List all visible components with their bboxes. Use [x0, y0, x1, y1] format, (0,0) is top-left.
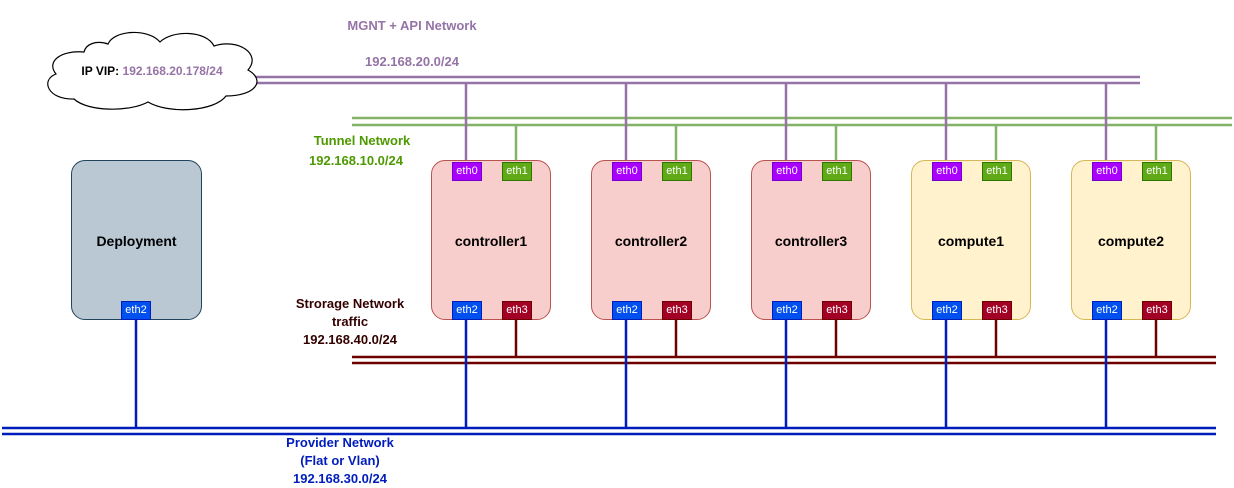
deployment-title: Deployment	[96, 233, 177, 249]
eth0-port: eth0	[452, 162, 482, 181]
eth2-port: eth2	[1092, 301, 1122, 320]
eth1-port: eth1	[982, 162, 1012, 181]
controller2-node[interactable]: controller2 eth0 eth1 eth2 eth3	[591, 160, 711, 320]
provider-network-name: Provider Network	[286, 435, 394, 450]
eth3-port: eth3	[822, 301, 852, 320]
provider-network-cidr: 192.168.30.0/24	[293, 471, 387, 486]
tunnel-network-name: Tunnel Network	[313, 133, 411, 148]
vip-cloud-shape	[47, 31, 258, 111]
eth1-port: eth1	[1142, 162, 1172, 181]
vip-prefix: IP VIP:	[81, 64, 123, 78]
eth2-port: eth2	[612, 301, 642, 320]
mgmt-network-name: MGNT + API Network	[347, 18, 477, 33]
provider-network-subname: (Flat or Vlan)	[300, 453, 380, 468]
eth0-port: eth0	[772, 162, 802, 181]
eth3-port: eth3	[982, 301, 1012, 320]
eth3-port: eth3	[502, 301, 532, 320]
node-title: controller3	[774, 233, 848, 249]
eth3-port: eth3	[662, 301, 692, 320]
node-title: controller1	[454, 233, 528, 249]
deployment-eth2-port: eth2	[121, 301, 151, 320]
node-title: compute1	[937, 233, 1005, 249]
vip-label: IP VIP: 192.168.20.178/24	[52, 64, 252, 78]
storage-network-cidr: 192.168.40.0/24	[303, 332, 397, 347]
eth1-port: eth1	[662, 162, 692, 181]
eth2-port: eth2	[932, 301, 962, 320]
tunnel-network-cidr: 192.168.10.0/24	[309, 153, 403, 168]
eth0-port: eth0	[612, 162, 642, 181]
eth1-port: eth1	[502, 162, 532, 181]
controller1-node[interactable]: controller1 eth0 eth1 eth2 eth3	[431, 160, 551, 320]
vip-address: 192.168.20.178/24	[122, 64, 223, 78]
storage-network-name: Strorage Network	[295, 296, 405, 311]
deployment-node[interactable]: Deployment eth2	[71, 160, 202, 320]
compute2-node[interactable]: compute2 eth0 eth1 eth2 eth3	[1071, 160, 1191, 320]
eth0-port: eth0	[1092, 162, 1122, 181]
eth2-port: eth2	[452, 301, 482, 320]
compute1-node[interactable]: compute1 eth0 eth1 eth2 eth3	[911, 160, 1031, 320]
eth3-port: eth3	[1142, 301, 1172, 320]
mgmt-network-cidr: 192.168.20.0/24	[365, 54, 459, 69]
node-title: compute2	[1097, 233, 1165, 249]
eth2-port: eth2	[772, 301, 802, 320]
controller3-node[interactable]: controller3 eth0 eth1 eth2 eth3	[751, 160, 871, 320]
eth1-port: eth1	[822, 162, 852, 181]
storage-network-subname: traffic	[331, 314, 369, 329]
node-title: controller2	[614, 233, 688, 249]
eth0-port: eth0	[932, 162, 962, 181]
